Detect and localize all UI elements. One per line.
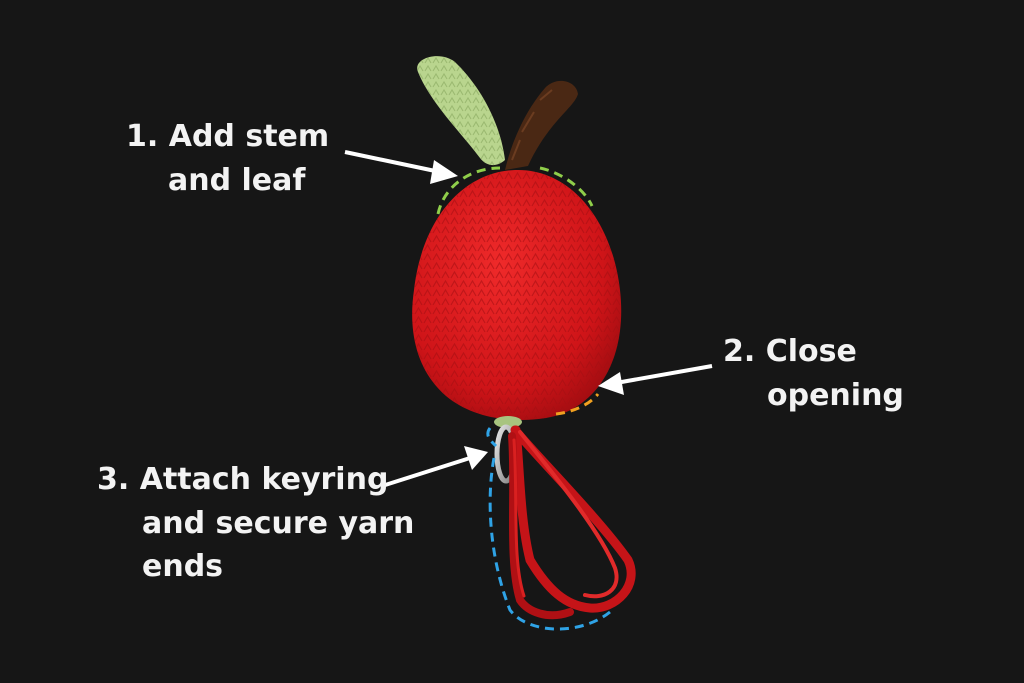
stem	[505, 80, 578, 170]
arrow-step1	[344, 150, 458, 184]
closing-marker	[555, 393, 600, 416]
keyring-marker	[486, 427, 611, 631]
step-3-label: 3. Attach keyring and secure yarn ends	[97, 458, 414, 589]
arrow-step2	[598, 364, 713, 395]
step-3-line-2: and secure yarn	[142, 505, 415, 541]
step-3-line-3: ends	[142, 549, 224, 584]
step-2-label: 2. Close opening	[723, 330, 904, 417]
step-2-line-2: opening	[767, 377, 904, 413]
step-1-label: 1. Add stem and leaf	[126, 115, 329, 202]
leaf	[417, 56, 505, 166]
tie-knot	[494, 416, 522, 428]
step-1-number: 1.	[126, 119, 159, 154]
yarn-loop	[508, 425, 636, 620]
step-1-line-2: and leaf	[168, 162, 306, 198]
stem-marker	[436, 166, 594, 215]
step-3-line-1: Attach keyring	[139, 462, 389, 497]
arrow-step3	[381, 446, 488, 488]
step-2-number: 2.	[723, 334, 756, 369]
step-2-line-1: Close	[765, 334, 857, 369]
apple-body	[412, 169, 622, 420]
step-3-number: 3.	[97, 462, 130, 497]
step-1-line-1: Add stem	[168, 119, 330, 154]
